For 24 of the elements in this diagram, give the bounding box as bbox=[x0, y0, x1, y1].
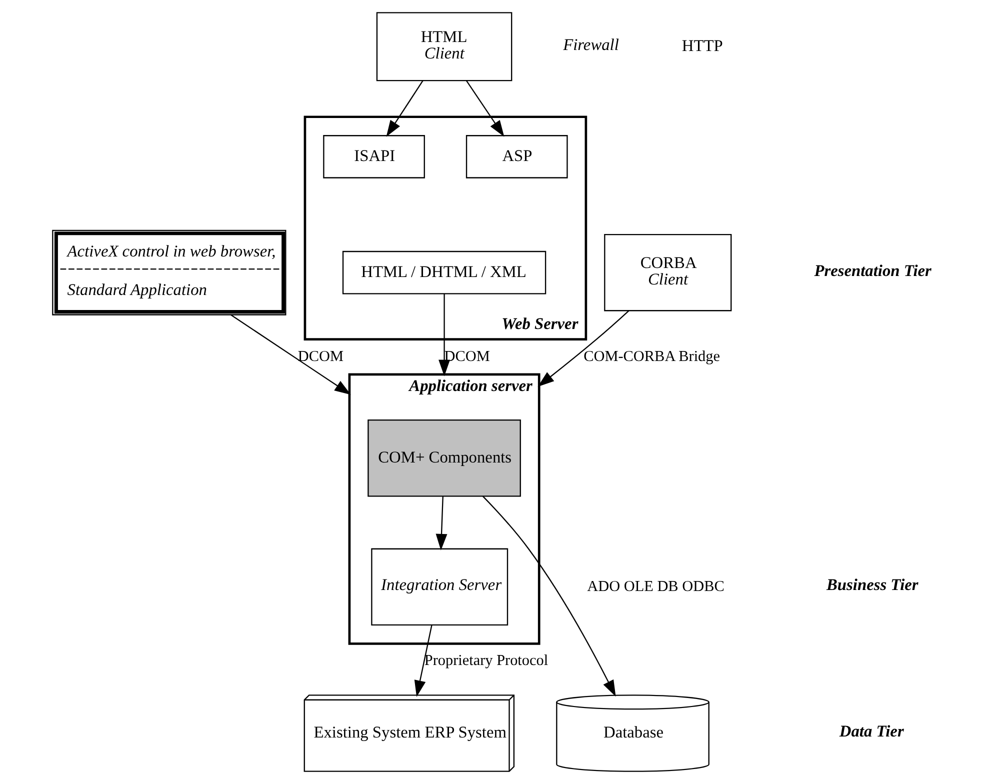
edge-label: Proprietary Protocol bbox=[424, 652, 548, 670]
label: Business Tier bbox=[826, 575, 918, 594]
label: HTTP bbox=[682, 36, 723, 55]
arrow bbox=[538, 310, 630, 387]
arrow bbox=[386, 80, 424, 137]
label: Firewall bbox=[563, 34, 619, 54]
arrow bbox=[414, 625, 432, 697]
edge-label: DCOM bbox=[298, 348, 344, 365]
node-box: ISAPI bbox=[323, 135, 425, 178]
node-box: HTML / DHTML / XML bbox=[342, 250, 546, 294]
arrow bbox=[436, 496, 448, 550]
node-box: COM+ Components bbox=[368, 420, 521, 497]
node-box: CORBA Client bbox=[604, 234, 732, 312]
node-box: ASP bbox=[466, 135, 568, 178]
label: Data Tier bbox=[839, 721, 904, 740]
edge-label: COM-CORBA Bridge bbox=[584, 348, 720, 365]
node-box: HTML Client bbox=[376, 12, 512, 82]
arrow bbox=[466, 80, 504, 137]
arrow bbox=[230, 314, 351, 395]
label: Presentation Tier bbox=[814, 260, 932, 280]
arrow bbox=[482, 496, 616, 697]
edge-label: ADO OLE DB ODBC bbox=[587, 578, 724, 595]
node-box: Integration Server bbox=[371, 548, 508, 626]
arrow bbox=[438, 294, 450, 376]
